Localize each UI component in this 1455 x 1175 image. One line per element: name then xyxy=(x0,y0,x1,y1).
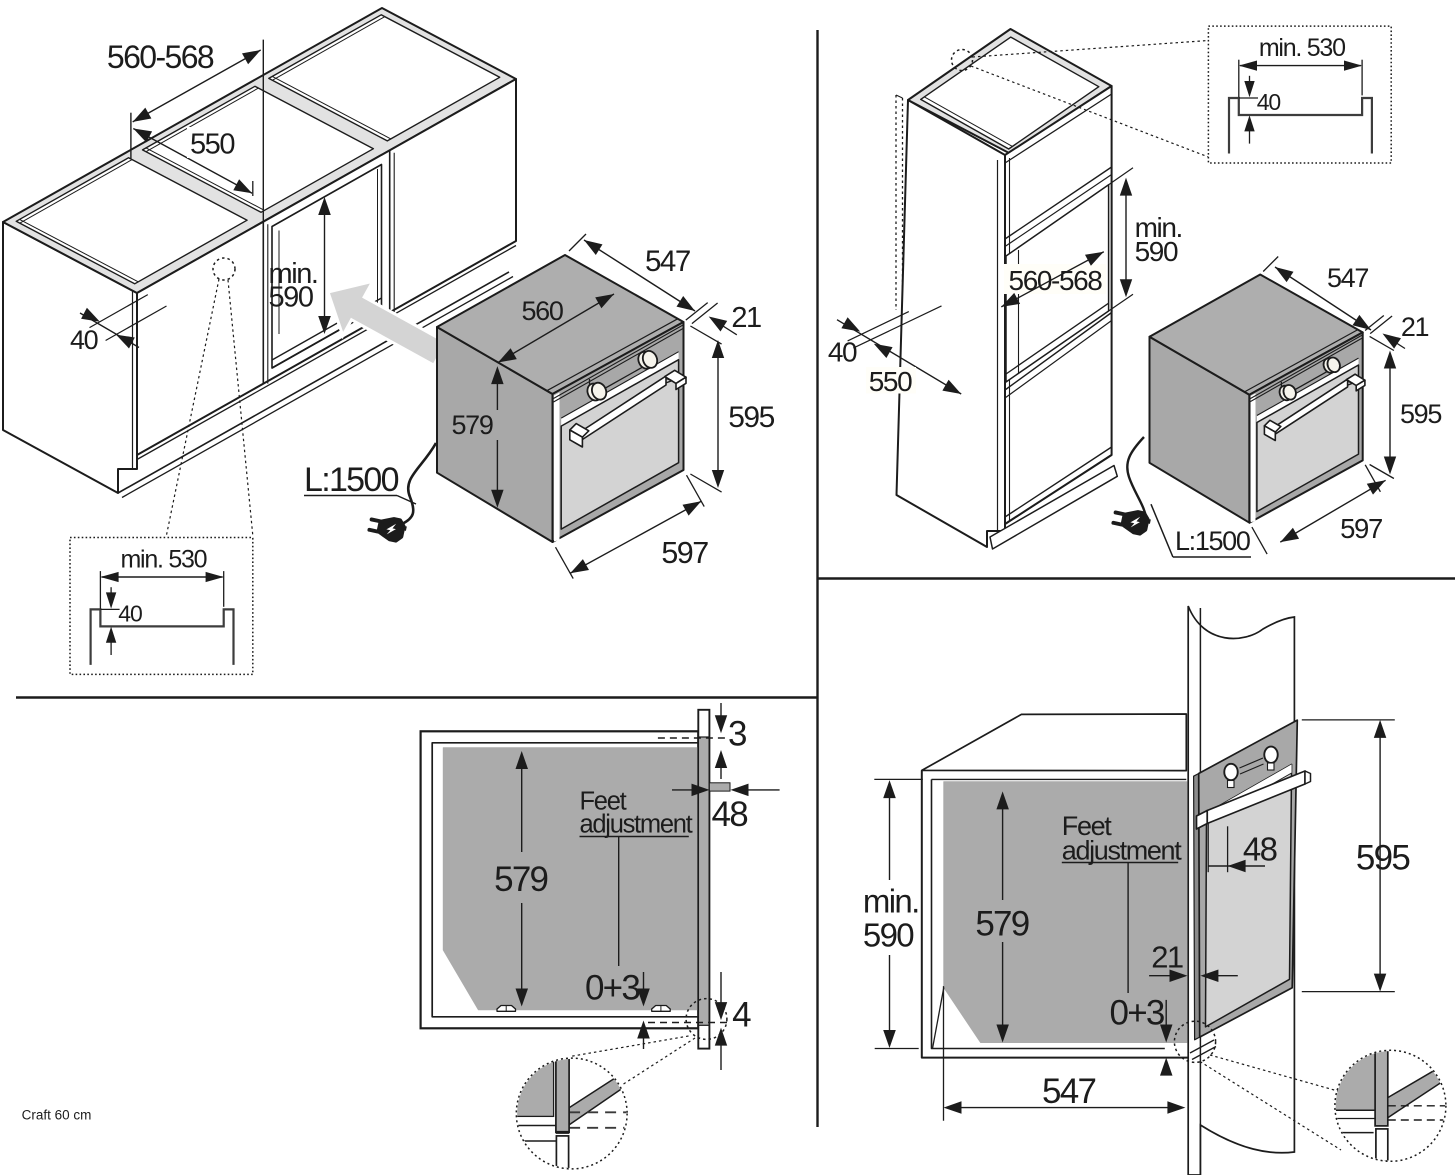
svg-text:min.: min. xyxy=(1135,212,1182,243)
svg-text:597: 597 xyxy=(1340,513,1382,544)
svg-text:Feet: Feet xyxy=(580,788,627,816)
svg-text:590: 590 xyxy=(269,282,313,314)
svg-text:579: 579 xyxy=(975,904,1028,943)
svg-text:adjustment: adjustment xyxy=(1062,835,1182,865)
svg-text:L:1500: L:1500 xyxy=(304,461,399,499)
svg-text:3: 3 xyxy=(728,715,746,754)
svg-text:590: 590 xyxy=(1135,236,1178,267)
svg-text:547: 547 xyxy=(645,245,690,278)
svg-text:min.: min. xyxy=(863,883,919,920)
svg-text:min. 530: min. 530 xyxy=(120,545,206,573)
svg-text:579: 579 xyxy=(452,410,493,440)
svg-text:0+3: 0+3 xyxy=(1110,994,1164,1033)
svg-text:Feet: Feet xyxy=(1062,811,1112,841)
svg-text:L:1500: L:1500 xyxy=(1175,526,1250,556)
svg-text:547: 547 xyxy=(1042,1072,1095,1111)
svg-text:590: 590 xyxy=(863,917,914,954)
svg-text:547: 547 xyxy=(1327,263,1368,293)
svg-text:48: 48 xyxy=(1243,830,1277,867)
svg-text:579: 579 xyxy=(494,860,547,899)
svg-text:min.: min. xyxy=(269,258,318,290)
svg-text:597: 597 xyxy=(661,536,708,570)
svg-text:48: 48 xyxy=(712,795,748,834)
svg-text:adjustment: adjustment xyxy=(580,810,693,838)
svg-text:21: 21 xyxy=(1401,312,1429,342)
svg-text:595: 595 xyxy=(1400,399,1441,429)
svg-text:min. 530: min. 530 xyxy=(1259,34,1345,62)
svg-text:550: 550 xyxy=(190,129,234,161)
svg-text:4: 4 xyxy=(732,995,751,1034)
svg-text:560-568: 560-568 xyxy=(1009,265,1103,296)
svg-text:40: 40 xyxy=(1257,89,1281,115)
svg-text:0+3: 0+3 xyxy=(585,969,639,1008)
svg-text:595: 595 xyxy=(728,401,774,434)
svg-text:40: 40 xyxy=(118,600,142,626)
svg-text:595: 595 xyxy=(1356,838,1409,877)
svg-text:40: 40 xyxy=(828,337,857,368)
svg-text:21: 21 xyxy=(731,302,761,334)
svg-text:560-568: 560-568 xyxy=(107,39,214,75)
svg-text:560: 560 xyxy=(522,296,563,326)
svg-text:550: 550 xyxy=(869,366,912,397)
svg-text:Craft 60 cm: Craft 60 cm xyxy=(22,1108,92,1123)
svg-text:21: 21 xyxy=(1151,940,1183,975)
svg-text:40: 40 xyxy=(70,325,98,355)
